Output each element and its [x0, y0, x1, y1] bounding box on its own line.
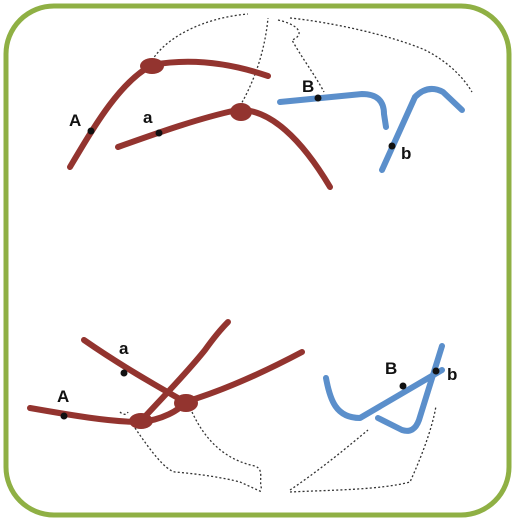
- point-marker: [60, 412, 68, 420]
- point-label-b: b: [447, 365, 457, 384]
- point-label-A: A: [69, 111, 81, 130]
- dotted-line: [134, 427, 263, 493]
- dotted-line: [149, 13, 249, 65]
- point-label-b: b: [401, 144, 411, 163]
- dotted-line: [289, 405, 437, 493]
- point-marker: [87, 127, 95, 135]
- blue-strand-B: [323, 367, 445, 421]
- dotted-line: [191, 411, 263, 491]
- crossover-node: [129, 413, 153, 429]
- red-strand-cross: [137, 319, 231, 425]
- point-label-A: A: [57, 387, 69, 406]
- point-marker: [120, 369, 128, 377]
- dotted-line: [239, 17, 269, 107]
- point-label-a: a: [143, 108, 153, 127]
- point-label-B: B: [302, 77, 314, 96]
- crossover-node: [140, 58, 164, 74]
- point-marker: [432, 367, 440, 375]
- red-strand-A: [27, 399, 188, 426]
- blue-strand-b: [379, 85, 465, 173]
- point-label-a: a: [119, 339, 129, 358]
- point-marker: [314, 94, 322, 102]
- dotted-line: [289, 17, 473, 93]
- rounded-frame: [3, 3, 512, 518]
- dotted-line: [289, 429, 369, 491]
- bottom-panel: a A B b: [27, 319, 457, 493]
- point-marker: [388, 142, 396, 150]
- dotted-line: [119, 411, 129, 415]
- blue-strand-B: [277, 91, 389, 130]
- crossover-node: [230, 103, 252, 121]
- point-marker: [399, 382, 407, 390]
- blue-strand-b: [375, 343, 445, 434]
- red-strand-a: [81, 337, 305, 406]
- point-label-B: B: [385, 359, 397, 378]
- dotted-line: [277, 19, 325, 93]
- point-marker: [155, 129, 163, 137]
- top-panel: A a B b: [67, 13, 473, 190]
- crossover-node: [174, 394, 198, 412]
